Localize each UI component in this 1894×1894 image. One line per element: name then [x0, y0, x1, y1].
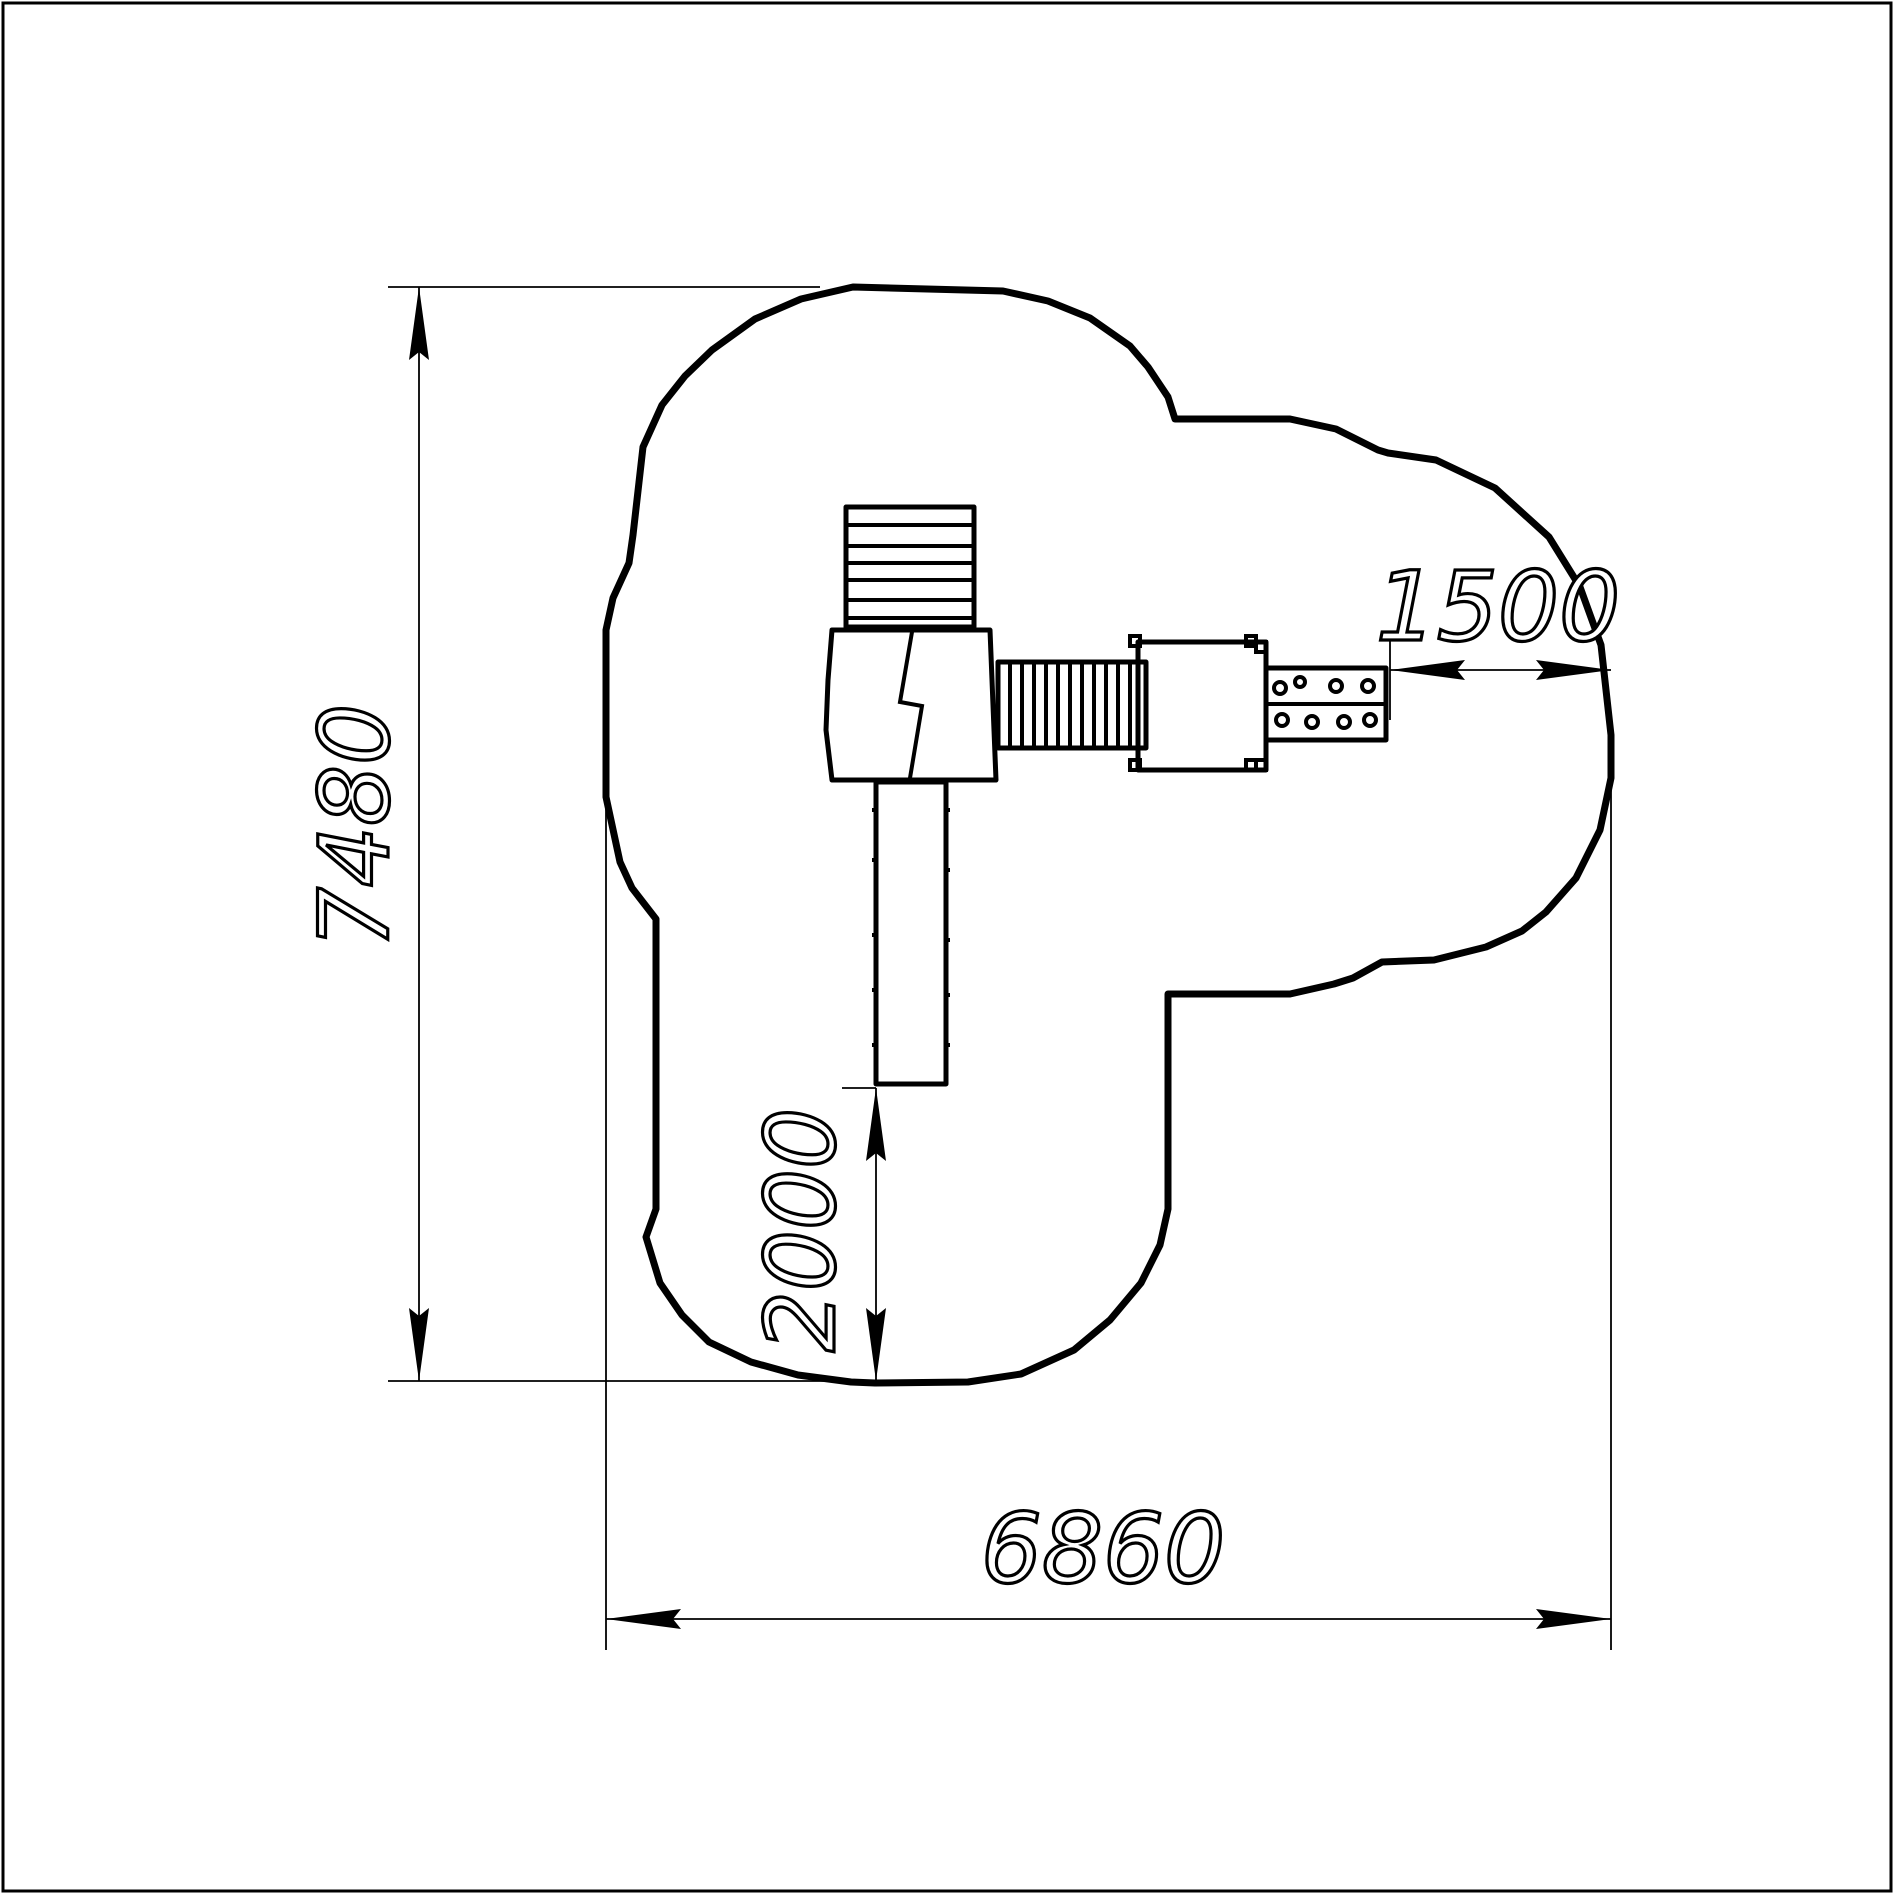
arrow-down-icon: [866, 1308, 886, 1381]
depth-value: 1500: [1376, 551, 1620, 663]
depth-dimension: [1389, 638, 1611, 720]
arrow-up-icon: [409, 287, 429, 360]
height-dimension: [388, 286, 880, 1382]
arrow-left-icon: [1390, 660, 1465, 680]
arrow-right-icon: [1536, 660, 1611, 680]
safety-zone-outline: [602, 283, 1615, 1387]
climbing-frame: [1263, 665, 1389, 743]
arrow-right-icon: [1536, 1609, 1611, 1629]
width-value: 6860: [981, 1493, 1225, 1605]
deck-tower: [823, 627, 999, 783]
arrow-down-icon: [409, 1308, 429, 1381]
arrow-up-icon: [866, 1088, 886, 1161]
width-dimension: [605, 780, 1612, 1650]
clearance-dimension: [842, 1087, 886, 1381]
second-platform: [1128, 634, 1269, 773]
clearance-value: 2000: [745, 1108, 857, 1352]
height-value: 7480: [299, 704, 411, 948]
crawl-tunnel: [995, 659, 1149, 751]
arrow-left-icon: [606, 1609, 681, 1629]
slide: [872, 779, 950, 1087]
ladder: [843, 504, 977, 630]
